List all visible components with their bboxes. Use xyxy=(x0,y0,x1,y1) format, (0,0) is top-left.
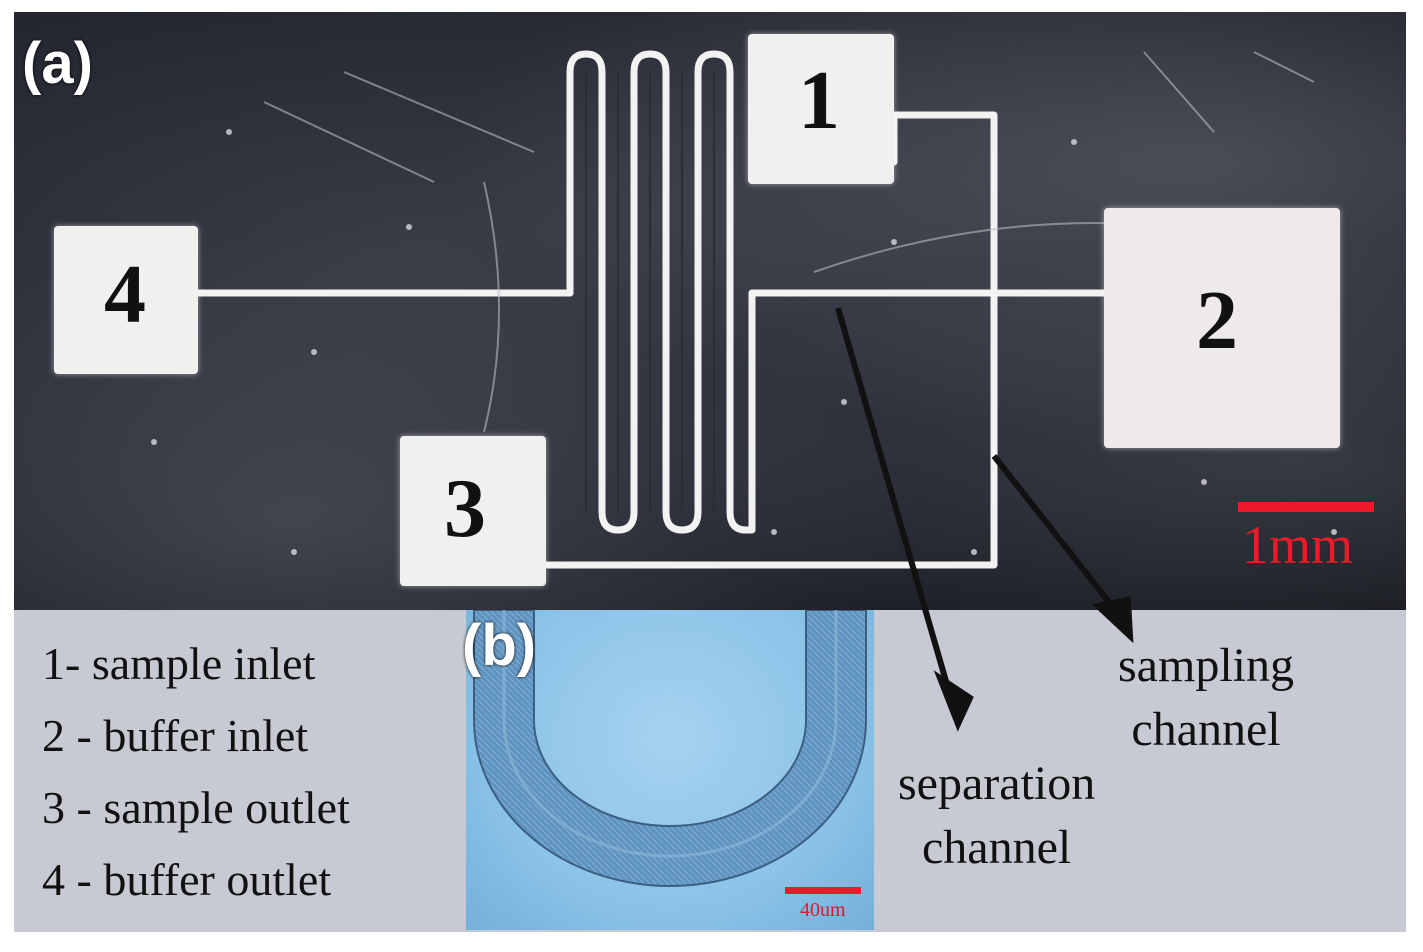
panel-a-label: (a) xyxy=(22,31,93,96)
sampling-channel-label: sampling channel xyxy=(1118,634,1294,762)
legend-item: 4 - buffer outlet xyxy=(42,854,332,905)
serpentine-channel xyxy=(566,50,756,534)
scale-bar-1mm xyxy=(1238,502,1374,512)
panel-b-label: (b) xyxy=(462,613,537,678)
port-1-sample-inlet: 1 xyxy=(748,34,894,184)
legend-item: 1- sample inlet xyxy=(42,638,316,689)
microscope-panel xyxy=(466,610,874,930)
sampling-channel-loop xyxy=(540,111,998,569)
label-line: channel xyxy=(922,821,1072,874)
channel-bend-micrograph xyxy=(473,610,867,887)
label-line: separation xyxy=(898,757,1096,810)
label-line: sampling xyxy=(1118,639,1294,692)
chip-photo-panel: 1 2 3 4 xyxy=(14,12,1406,610)
separation-channel-label: separation channel xyxy=(898,752,1095,880)
port-2-buffer-inlet: 2 xyxy=(1104,208,1340,448)
label-line: channel xyxy=(1131,703,1281,756)
port-number: 2 xyxy=(1196,274,1238,367)
scale-bar-40um-label: 40um xyxy=(800,899,846,921)
legend-item: 2 - buffer inlet xyxy=(42,710,309,761)
scale-bar-40um xyxy=(785,887,861,894)
port-4-buffer-outlet: 4 xyxy=(54,226,198,374)
legend-item: 3 - sample outlet xyxy=(42,782,350,833)
port-3-sample-outlet: 3 xyxy=(400,436,546,586)
port-legend: 1- sample inlet 2 - buffer inlet 3 - sam… xyxy=(42,628,350,916)
port-number: 1 xyxy=(798,54,840,147)
port-number: 3 xyxy=(444,462,486,555)
port-number: 4 xyxy=(104,248,146,341)
scale-bar-1mm-label: 1mm xyxy=(1242,515,1354,575)
